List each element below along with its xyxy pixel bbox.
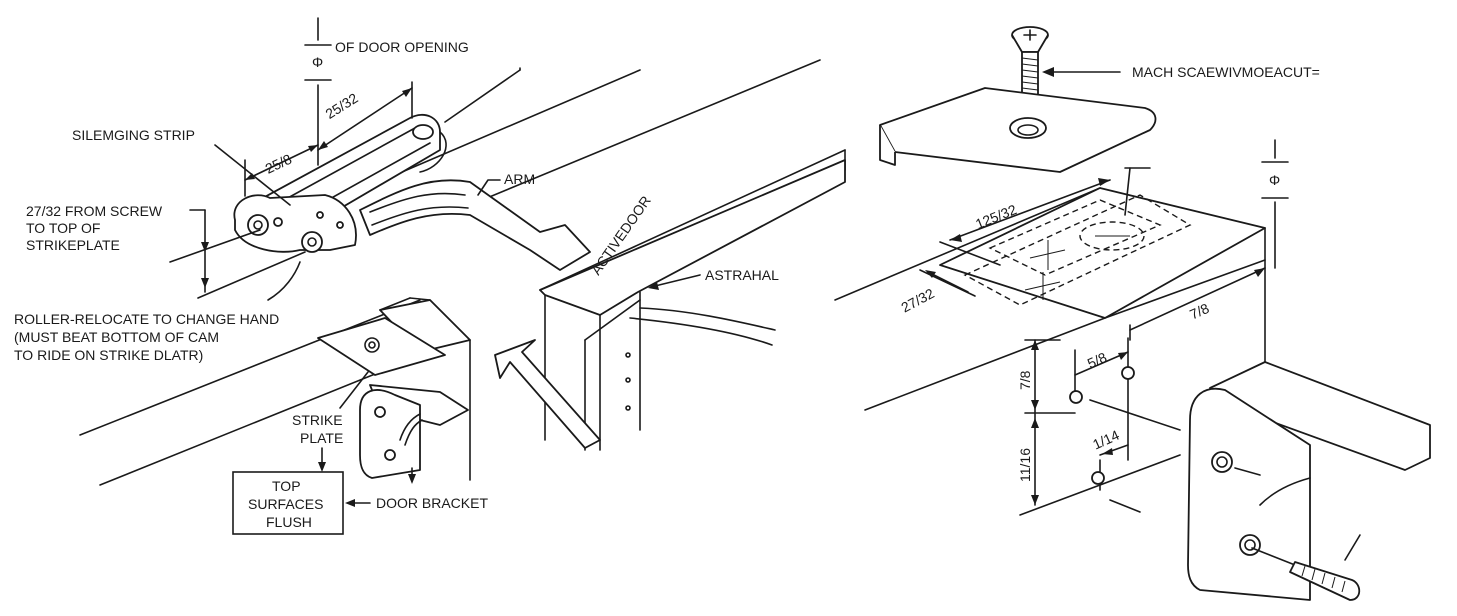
mortise-outline <box>963 194 1192 306</box>
right-jamb <box>834 167 1266 411</box>
right-door-bracket <box>1187 361 1431 601</box>
arm-leader <box>477 179 501 196</box>
box-arrow <box>345 499 371 507</box>
dimension-25-32 <box>317 81 413 151</box>
hole-upper-left <box>1069 390 1083 404</box>
label-top-2: SURFACES <box>248 496 323 512</box>
label-dim-11-16: 11/16 <box>1017 448 1033 482</box>
screw-leader <box>1042 67 1121 77</box>
label-top-1: TOP <box>272 478 301 494</box>
door-bracket-arrow <box>408 467 416 484</box>
label-roller-3: TO RIDE ON STRIKE DLATR) <box>14 347 203 363</box>
label-dim-5-8: 5/8 <box>1085 349 1109 372</box>
label-roller-1: ROLLER-RELOCATE TO CHANGE HAND <box>14 311 279 327</box>
roller-cam <box>233 194 357 253</box>
label-of-door-opening: OF DOOR OPENING <box>335 39 469 55</box>
label-dim-25-8: 25/8 <box>263 151 295 177</box>
label-arm: ARM <box>504 171 535 187</box>
dimension-7-8-top <box>1129 267 1266 341</box>
dimension-125-32 <box>939 178 1111 266</box>
door-frame <box>394 59 846 451</box>
label-from-screw-3: STRIKEPLATE <box>26 237 120 253</box>
label-dim-125-32: 125/32 <box>973 201 1019 232</box>
label-from-screw-1: 27/32 FROM SCREW <box>26 203 163 219</box>
astrahal-leader <box>648 274 701 290</box>
screwdriver-icon <box>1251 534 1361 601</box>
label-strike-2: PLATE <box>300 430 343 446</box>
strike-plate <box>317 317 446 376</box>
right-centerline <box>1261 139 1289 269</box>
right-strike-plate <box>879 87 1157 173</box>
label-silemging-strip: SILEMGING STRIP <box>72 127 195 143</box>
label-centerline-right: Φ <box>1269 172 1280 188</box>
label-dim-25-32: 25/32 <box>323 90 361 122</box>
strike-to-surfaces-arrow <box>318 447 326 472</box>
dimension-27-32-right <box>919 269 976 297</box>
label-strike-1: STRIKE <box>292 412 343 428</box>
silemging-strip-leader <box>214 144 291 206</box>
label-dim-27-32-right: 27/32 <box>898 285 937 316</box>
direction-arrow <box>494 339 601 449</box>
label-centerline-left: Φ <box>312 54 323 70</box>
label-astrahal: ASTRAHAL <box>705 267 779 283</box>
roller-leader <box>267 261 301 301</box>
strike-plate-leader <box>339 371 369 409</box>
label-from-screw-2: TO TOP OF <box>26 220 100 236</box>
label-door-bracket: DOOR BRACKET <box>376 495 488 511</box>
dimension-27-32-left <box>169 209 306 299</box>
label-dim-7-8-top: 7/8 <box>1187 300 1211 323</box>
machine-screw <box>1011 26 1049 99</box>
label-mach-screw: MACH SCAEWIVMOEACUT= <box>1132 64 1320 80</box>
door-bracket <box>359 384 469 479</box>
dimension-25-8 <box>244 144 319 197</box>
label-top-3: FLUSH <box>266 514 312 530</box>
hole-upper-right <box>1121 366 1135 380</box>
right-assembly: MACH SCAEWIVMOEACUT= Φ 125/32 27/32 7/8 … <box>834 26 1431 601</box>
label-roller-2: (MUST BEAT BOTTOM OF CAM <box>14 329 219 345</box>
door-opening-centerline <box>304 17 332 166</box>
top-surfaces-box <box>232 471 344 535</box>
left-assembly: OF DOOR OPENING Φ 25/32 25/8 SILEMGING S… <box>14 17 846 535</box>
hole-lower <box>1091 471 1105 485</box>
label-dim-7-8-vert: 7/8 <box>1017 370 1033 390</box>
